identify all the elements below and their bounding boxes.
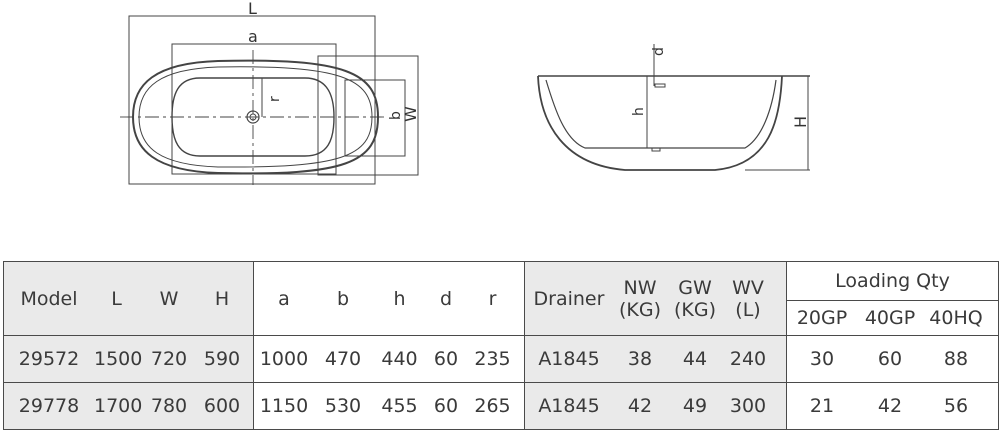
- row2-nw: 42: [627, 395, 653, 417]
- row2-gw: 49: [682, 395, 708, 417]
- label-d: d: [651, 47, 667, 56]
- label-h: h: [631, 107, 647, 116]
- row1-dimensions: 1000 470 440 60 235: [253, 335, 525, 383]
- row1-a: 1000: [259, 348, 309, 370]
- header-gw-line1: GW: [678, 276, 712, 299]
- row1-40gp: 60: [877, 348, 903, 370]
- drain-inner: [249, 113, 257, 121]
- row2-40gp: 42: [877, 395, 903, 417]
- overflow-mark: [654, 83, 666, 88]
- table-row: 29778 1700 780 600 1150 530 455 60 265 A…: [3, 382, 999, 430]
- header-nw-line2: (KG): [618, 298, 661, 321]
- row2-h: 455: [381, 395, 418, 417]
- label-b: b: [388, 111, 404, 120]
- label-H: H: [791, 116, 810, 128]
- row2-dimensions: 1150 530 455 60 265: [253, 382, 525, 430]
- row1-d: 60: [433, 348, 459, 370]
- row1-drainer: A1845: [538, 348, 600, 370]
- dimension-frame-W: [317, 55, 419, 176]
- header-nw: NW (KG): [613, 277, 667, 321]
- row1-gw: 44: [682, 348, 708, 370]
- header-nw-line1: NW: [623, 276, 657, 299]
- header-drainer: Drainer: [533, 287, 605, 310]
- row2-model: 29778: [18, 395, 80, 417]
- header-d: d: [439, 287, 453, 310]
- header-W: W: [159, 287, 179, 310]
- header-group-loading: Loading Qty 20GP 40GP 40HQ: [786, 261, 999, 336]
- row2-r: 265: [474, 395, 511, 417]
- row2-d: 60: [433, 395, 459, 417]
- header-40gp: 40GP: [864, 307, 916, 329]
- row2-W: 780: [150, 395, 188, 417]
- row2-shipping: A1845 42 49 300: [524, 382, 787, 430]
- side-inner-basin: [545, 79, 777, 149]
- side-outer-body: [537, 75, 783, 171]
- row2-L: 1700: [94, 395, 143, 417]
- row1-40hq: 88: [943, 348, 969, 370]
- tub-inner-basin: [171, 77, 335, 157]
- header-gw-line2: (KG): [673, 298, 716, 321]
- row1-r: 235: [474, 348, 511, 370]
- row1-model: 29572: [18, 348, 80, 370]
- table-row: 29572 1500 720 590 1000 470 440 60 235 A…: [3, 335, 999, 383]
- header-wv-line2: (L): [735, 298, 761, 321]
- header-r: r: [488, 287, 497, 310]
- dimension-frame-b: [344, 79, 406, 157]
- header-a: a: [278, 287, 290, 310]
- drain-mark: [651, 147, 661, 152]
- row1-W: 720: [150, 348, 188, 370]
- label-r: r: [267, 96, 283, 102]
- row1-b: 470: [324, 348, 362, 370]
- label-L: L: [248, 0, 257, 18]
- header-group-dimensions: a b h d r: [253, 261, 525, 336]
- row2-basic: 29778 1700 780 600: [3, 382, 254, 430]
- row2-40hq: 56: [943, 395, 969, 417]
- spec-table: Model L W H a b h d r Drainer NW (KG): [3, 261, 999, 430]
- header-20gp: 20GP: [796, 307, 848, 329]
- header-L: L: [111, 287, 122, 310]
- row1-nw: 38: [627, 348, 653, 370]
- row1-h: 440: [381, 348, 418, 370]
- header-model: Model: [20, 287, 78, 310]
- row2-drainer: A1845: [538, 395, 600, 417]
- row1-L: 1500: [94, 348, 143, 370]
- header-group-shipping: Drainer NW (KG) GW (KG) WV (L): [524, 261, 787, 336]
- row2-20gp: 21: [809, 395, 835, 417]
- header-wv: WV (L): [723, 277, 773, 321]
- header-gw: GW (KG): [667, 277, 723, 321]
- header-h: h: [393, 287, 406, 310]
- header-loading-qty: Loading Qty: [787, 262, 998, 301]
- header-b: b: [336, 287, 350, 310]
- row1-basic: 29572 1500 720 590: [3, 335, 254, 383]
- drain-outer: [246, 110, 260, 124]
- row1-H: 590: [203, 348, 241, 370]
- label-W: W: [401, 106, 420, 122]
- row2-b: 530: [324, 395, 362, 417]
- row1-shipping: A1845 38 44 240: [524, 335, 787, 383]
- row2-wv: 300: [729, 395, 767, 417]
- row2-loading: 21 42 56: [786, 382, 999, 430]
- row1-20gp: 30: [809, 348, 835, 370]
- header-H: H: [214, 287, 230, 310]
- top-view: [120, 15, 419, 185]
- bathtub-technical-drawing: L a r b W d h H: [120, 0, 810, 185]
- header-40hq: 40HQ: [929, 307, 983, 329]
- row2-H: 600: [203, 395, 241, 417]
- row1-loading: 30 60 88: [786, 335, 999, 383]
- header-wv-line1: WV: [732, 276, 764, 299]
- tub-outer-rim: [131, 59, 380, 175]
- label-a: a: [248, 27, 258, 46]
- tub-rim-inner-line: [138, 66, 373, 168]
- side-view: [537, 44, 810, 171]
- table-header-row: Model L W H a b h d r Drainer NW (KG): [3, 261, 999, 336]
- row1-wv: 240: [729, 348, 767, 370]
- header-group-basic: Model L W H: [3, 261, 254, 336]
- row2-a: 1150: [259, 395, 309, 417]
